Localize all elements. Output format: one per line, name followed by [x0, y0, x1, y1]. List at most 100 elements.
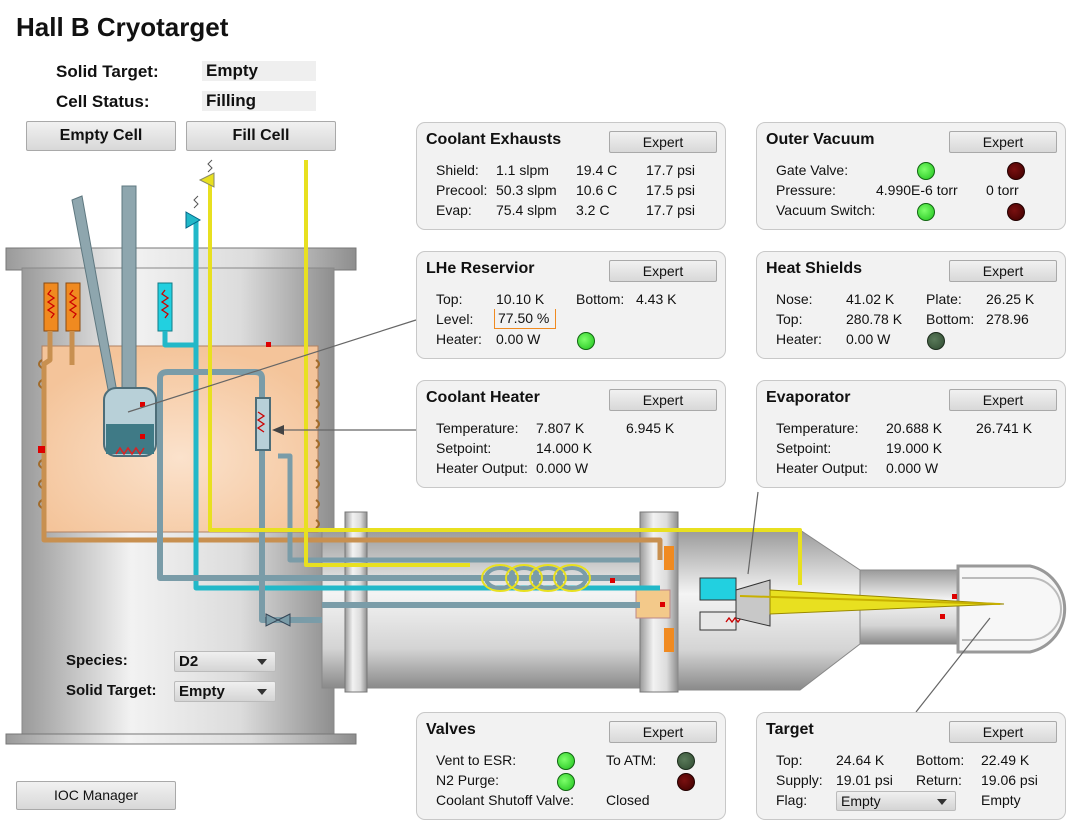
vent-valves: [185, 159, 291, 627]
temperature-label: Temperature:: [436, 420, 519, 436]
coolant-shutoff-label: Coolant Shutoff Valve:: [436, 792, 575, 808]
chevron-down-icon: [257, 659, 267, 665]
vacuum-switch-label: Vacuum Switch:: [776, 202, 876, 218]
outer-vacuum-panel: Outer Vacuum Expert Gate Valve: Pressure…: [756, 122, 1066, 230]
outer-vacuum-expert-button[interactable]: Expert: [949, 131, 1057, 153]
lhe-reservoir-drawing: [71, 185, 157, 457]
flag-readback-value: Empty: [981, 792, 1021, 808]
return-label: Return:: [916, 772, 962, 788]
coolant-exhausts-panel: Coolant Exhausts Expert Shield: 1.1 slpm…: [416, 122, 726, 230]
row-flow: 1.1 slpm: [496, 162, 549, 178]
coolant-shutoff-value: Closed: [606, 792, 650, 808]
species-select[interactable]: D2: [174, 651, 276, 672]
pressure-value: 4.990E-6 torr: [876, 182, 958, 198]
top-value: 10.10 K: [496, 291, 545, 307]
fill-cell-button[interactable]: Fill Cell: [186, 121, 336, 151]
flag-label: Flag:: [776, 792, 808, 808]
bottom-label: Bottom:: [926, 311, 975, 327]
top-label: Top:: [776, 311, 803, 327]
flag-select[interactable]: Empty: [836, 791, 956, 811]
vent-to-esr-label: Vent to ESR:: [436, 752, 517, 768]
valves-expert-button[interactable]: Expert: [609, 721, 717, 743]
vacuum-switch-fault-indicator: [1007, 203, 1025, 221]
nose-label: Nose:: [776, 291, 813, 307]
to-atm-label: To ATM:: [606, 752, 657, 768]
top-label: Top:: [436, 291, 463, 307]
heater-status-indicator: [927, 332, 945, 350]
target-panel: Target Expert Top: 24.64 K Bottom: 22.49…: [756, 712, 1066, 820]
top-value: 24.64 K: [836, 752, 885, 768]
coolant-heater-panel: Coolant Heater Expert Temperature: 7.807…: [416, 380, 726, 488]
bottom-value: 4.43 K: [636, 291, 677, 307]
top-label: Top:: [776, 752, 803, 768]
row-pressure: 17.7 psi: [646, 162, 696, 178]
nose-value: 41.02 K: [846, 291, 895, 307]
gate-valve-open-indicator: [917, 162, 935, 180]
plate-label: Plate:: [926, 291, 962, 307]
to-atm-closed-indicator: [677, 773, 695, 791]
row-temp: 3.2 C: [576, 202, 610, 218]
n2-purge-indicator: [557, 773, 575, 791]
page-title: Hall B Cryotarget: [16, 12, 229, 42]
panel-title: Evaporator: [766, 389, 851, 406]
bottom-label: Bottom:: [576, 291, 625, 307]
heat-shields-panel: Heat Shields Expert Nose: 41.02 K Plate:…: [756, 251, 1066, 359]
return-value: 19.06 psi: [981, 772, 1038, 788]
target-expert-button[interactable]: Expert: [949, 721, 1057, 743]
bottom-value: 278.96: [986, 311, 1029, 327]
heat-shield: [41, 345, 319, 533]
row-temp: 10.6 C: [576, 182, 618, 198]
row-flow: 50.3 slpm: [496, 182, 557, 198]
panel-title: Valves: [426, 721, 476, 738]
coolant-heater-expert-button[interactable]: Expert: [609, 389, 717, 411]
supply-value: 19.01 psi: [836, 772, 893, 788]
heater-output-label: Heater Output:: [776, 460, 868, 476]
solid-target-label: Solid Target:: [56, 62, 159, 81]
heater-value: 0.00 W: [846, 331, 891, 347]
vent-to-esr-indicator: [557, 752, 575, 770]
vacuum-switch-ok-indicator: [917, 203, 935, 221]
heater-output-label: Heater Output:: [436, 460, 528, 476]
row-pressure: 17.7 psi: [646, 202, 696, 218]
heater-value: 0.00 W: [496, 331, 541, 347]
solid-target-select-label: Solid Target:: [66, 682, 157, 699]
row-name: Precool:: [436, 182, 488, 198]
row-flow: 75.4 slpm: [496, 202, 557, 218]
evaporator-expert-button[interactable]: Expert: [949, 389, 1057, 411]
temperature-value: 7.807 K: [536, 420, 585, 436]
temperature-label: Temperature:: [776, 420, 859, 436]
coolant-exhausts-expert-button[interactable]: Expert: [609, 131, 717, 153]
panel-title: Coolant Exhausts: [426, 131, 562, 148]
solid-target-select[interactable]: Empty: [174, 681, 276, 702]
temperature-value: 20.688 K: [886, 420, 943, 436]
lhe-reservoir-panel: LHe Reservior Expert Top: 10.10 K Bottom…: [416, 251, 726, 359]
valves-panel: Valves Expert Vent to ESR: To ATM: N2 Pu…: [416, 712, 726, 820]
setpoint-value: 19.000 K: [886, 440, 943, 456]
empty-cell-button[interactable]: Empty Cell: [26, 121, 176, 151]
setpoint-value: 14.000 K: [536, 440, 593, 456]
plate-value: 26.25 K: [986, 291, 1035, 307]
panel-title: Outer Vacuum: [766, 131, 875, 148]
panel-title: Coolant Heater: [426, 389, 540, 406]
evaporator-panel: Evaporator Expert Temperature: 20.688 K …: [756, 380, 1066, 488]
n2-purge-label: N2 Purge:: [436, 772, 500, 788]
heat-shields-expert-button[interactable]: Expert: [949, 260, 1057, 282]
bottom-value: 22.49 K: [981, 752, 1030, 768]
lhe-reservoir-expert-button[interactable]: Expert: [609, 260, 717, 282]
level-value: 77.50 %: [494, 309, 556, 329]
heat-exchanger-coil: [484, 566, 588, 590]
row-name: Evap:: [436, 202, 472, 218]
supply-label: Supply:: [776, 772, 823, 788]
panel-title: Heat Shields: [766, 260, 863, 277]
cell-status-value: Filling: [202, 91, 316, 111]
pressure-label: Pressure:: [776, 182, 836, 198]
setpoint-label: Setpoint:: [776, 440, 832, 456]
panel-title: LHe Reservior: [426, 260, 535, 277]
panel-title: Target: [766, 721, 814, 738]
bottom-label: Bottom:: [916, 752, 965, 768]
pressure-value-2: 0 torr: [986, 182, 1019, 198]
ioc-manager-button[interactable]: IOC Manager: [16, 781, 176, 810]
temperature-value-2: 26.741 K: [976, 420, 1033, 436]
gate-valve-label: Gate Valve:: [776, 162, 849, 178]
